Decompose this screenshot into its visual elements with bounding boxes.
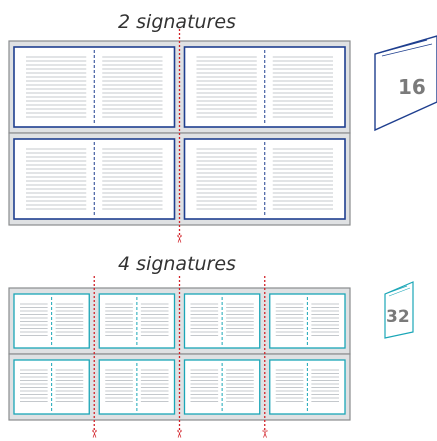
booklet-16-icon: 16	[374, 35, 437, 132]
scissors-icon: ✂	[258, 429, 271, 438]
booklet-32-number: 32	[386, 307, 410, 327]
scissors-icon: ✂	[173, 234, 186, 243]
scissors-icon: ✂	[87, 429, 100, 438]
booklet-32-icon: 32	[384, 281, 414, 339]
booklet-16-number: 16	[398, 75, 426, 99]
section-title-2-signatures: 2 signatures	[118, 11, 236, 33]
scissors-icon: ✂	[173, 429, 186, 438]
section-title-4-signatures: 4 signatures	[118, 253, 236, 275]
